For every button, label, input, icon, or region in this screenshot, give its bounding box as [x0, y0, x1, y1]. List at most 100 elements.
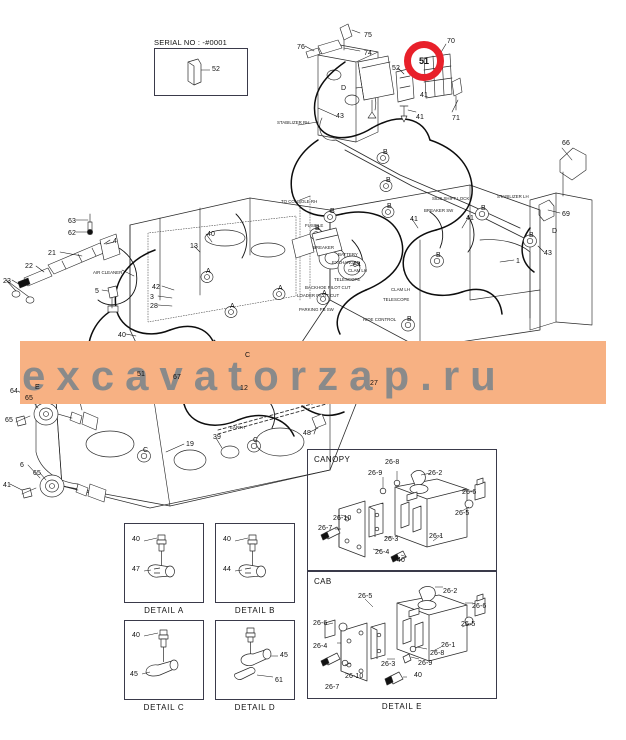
detail-panel-c	[124, 620, 204, 700]
callout-43: 43	[544, 250, 552, 257]
detail-c-callout-40: 40	[132, 632, 140, 639]
callout-b: B	[330, 208, 335, 215]
detail-d-callout-61: 61	[275, 677, 283, 684]
cab-callout-26-10: 26-10	[345, 673, 364, 680]
detail-e-cab-panel	[307, 571, 497, 699]
detail-a-callout-40: 40	[132, 536, 140, 543]
callout-40: 40	[118, 332, 126, 339]
cab-callout-26-9: 26-9	[418, 660, 433, 667]
callout-c: C	[143, 447, 149, 454]
canopy-callout-26-6: 26-6	[462, 489, 477, 496]
callout-67: 67	[173, 374, 181, 381]
callout-71: 71	[452, 115, 460, 122]
text-label-breaker-sw: BREAKER SW	[424, 208, 454, 213]
text-label-telescope: TELESCOPE	[334, 277, 361, 282]
callout-19: 19	[186, 441, 194, 448]
callout-d: D	[341, 85, 347, 92]
serial-no-box	[154, 48, 248, 96]
callout-63: 63	[68, 218, 76, 225]
cab-callout-26-6: 26-6	[472, 603, 487, 610]
detail-d-callout-45: 45	[280, 652, 288, 659]
callout-5: 5	[95, 288, 99, 295]
text-label-clam-lh: CLAM LH	[348, 268, 368, 273]
cab-art	[320, 586, 486, 686]
callout-c: C	[253, 437, 259, 444]
callout-65: 65	[33, 470, 41, 477]
callout-64: 64	[10, 388, 18, 395]
text-label-stabilizer-lh: STABILIZER LH	[497, 194, 529, 199]
callout-a: A	[322, 290, 327, 297]
text-label-parking-pb-sw: PARKING PB SW	[299, 307, 334, 312]
callout-c: C	[245, 352, 251, 359]
text-label-ride-control: RIDE CONTROL	[363, 317, 397, 322]
text-label-battery: BATTERY	[338, 252, 358, 257]
detail-a-caption: DETAIL A	[144, 606, 184, 615]
cab-callout-26-5: 26-5	[461, 621, 476, 628]
serial-box-callout-52: 52	[212, 66, 220, 73]
text-label-air-cleaner: AIR CLEANER	[93, 270, 123, 275]
callout-43: 43	[336, 113, 344, 120]
detail-a-callout-47: 47	[132, 566, 140, 573]
callout-65: 65	[25, 395, 33, 402]
callout-22: 22	[25, 263, 33, 270]
callout-41: 41	[416, 114, 424, 121]
callout-42: 42	[152, 284, 160, 291]
callout-51: 51	[137, 371, 145, 378]
callout-a: A	[230, 303, 235, 310]
canopy-callout-26-8: 26-8	[385, 459, 400, 466]
callout-64: 64	[353, 262, 361, 269]
text-label-telescope: TELESCOPE	[383, 297, 410, 302]
callout-3: 3	[150, 294, 154, 301]
canopy-callout-26-2: 26-2	[428, 470, 443, 477]
watermark-text: excavatorzap.ru	[22, 352, 507, 399]
canopy-art	[320, 470, 486, 563]
callout-66: 66	[562, 140, 570, 147]
callout-b: B	[407, 316, 412, 323]
callout-39: 39	[213, 434, 221, 441]
detail-b-art	[234, 534, 266, 578]
canopy-callout-40: 40	[397, 557, 405, 564]
text-label-breaker: BREAKER	[313, 245, 334, 250]
callout-76: 76	[297, 44, 305, 51]
canopy-callout-26-7: 26-7	[318, 525, 333, 532]
callout-b: B	[387, 203, 392, 210]
callout-a: A	[206, 268, 211, 275]
text-label-stabilizer-rh: STABILIZER RH	[277, 120, 310, 125]
text-label-side-shift-lock: SIDE SHIFT LOCK	[432, 196, 470, 201]
callout-b: B	[386, 177, 391, 184]
callout-e: E	[35, 384, 40, 391]
serial-no-label: SERIAL NO : -#0001	[154, 38, 227, 47]
callout-12: 12	[240, 385, 248, 392]
callout-40: 40	[207, 231, 215, 238]
canopy-callout-26-3: 26-3	[384, 536, 399, 543]
callout-28: 28	[150, 303, 158, 310]
callout-27: 27	[370, 380, 378, 387]
detail-e-caption: DETAIL E	[381, 702, 423, 711]
callout-b: B	[383, 149, 388, 156]
cab-title: CAB	[314, 577, 332, 586]
canopy-title: CANOPY	[314, 455, 351, 464]
detail-d-caption: DETAIL D	[234, 703, 276, 712]
cab-callout-26-3: 26-3	[381, 661, 396, 668]
text-label-exchanger: EXCHANGER	[332, 260, 360, 265]
callout-69: 69	[562, 211, 570, 218]
callout-74: 74	[364, 50, 372, 57]
cab-callout-26-4: 26-4	[313, 643, 328, 650]
detail-b-callout-40: 40	[223, 536, 231, 543]
text-label-to-console-rh: TO CONSOLE RH	[281, 199, 318, 204]
callout-b: B	[529, 232, 534, 239]
canopy-callout-26-5: 26-5	[455, 510, 470, 517]
callout-b: B	[315, 225, 320, 232]
detail-panel-a	[124, 523, 204, 603]
callout-13: 13	[190, 243, 198, 250]
detail-panel-d	[215, 620, 295, 700]
cab-callout-26-5: 26-5	[358, 593, 373, 600]
detail-c-art	[141, 629, 179, 677]
detail-b-callout-44: 44	[223, 566, 231, 573]
detail-a-art	[143, 534, 175, 578]
canopy-callout-26-9: 26-9	[368, 470, 383, 477]
callout-65: 65	[5, 417, 13, 424]
detail-c-caption: DETAIL C	[143, 703, 185, 712]
highlight-ring	[404, 41, 444, 81]
